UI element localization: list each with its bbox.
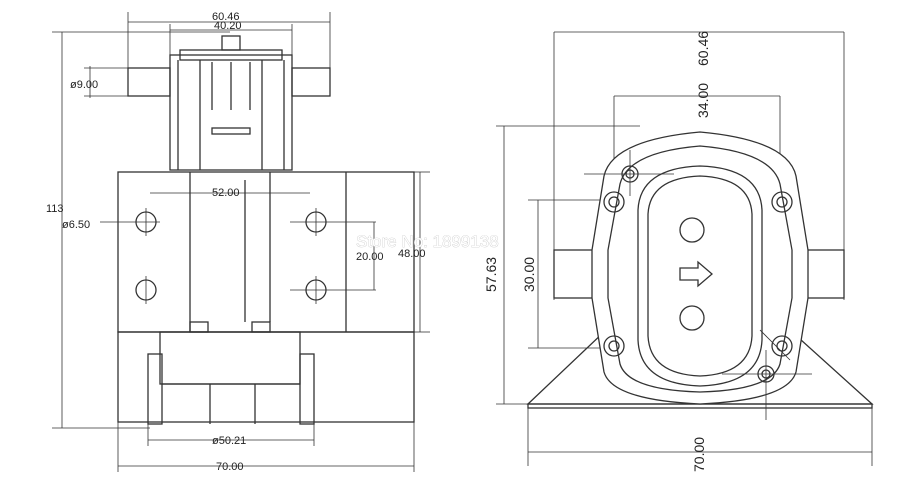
left-dim-motor-dia: ø50.21 xyxy=(212,435,246,447)
left-dim-width-top: 60.46 xyxy=(212,11,240,23)
right-dim-inner-top: 34.00 xyxy=(695,83,711,118)
left-dim-port-dia: ø9.00 xyxy=(70,79,98,91)
left-dim-hole-dia: ø6.50 xyxy=(62,219,90,231)
left-view: 60.46 40.20 ø9.00 113 52.00 ø6.50 20.00 … xyxy=(46,11,430,473)
left-dim-hole-vertical: 20.00 xyxy=(356,251,384,263)
left-dim-height: 113 xyxy=(46,203,64,215)
right-dim-base-width: 70.00 xyxy=(691,437,707,472)
left-dim-plate-height: 48.00 xyxy=(398,248,426,260)
watermark-text: Store No: 1899138 xyxy=(356,232,499,251)
right-dim-width-top: 60.46 xyxy=(695,31,711,66)
right-view: 60.46 34.00 57.63 30.00 70.00 xyxy=(483,31,874,472)
left-dim-inner-top: 40.20 xyxy=(214,20,242,32)
left-dim-hole-spacing: 52.00 xyxy=(212,187,240,199)
left-dim-base-width: 70.00 xyxy=(216,461,244,473)
right-dim-port-spacing: 30.00 xyxy=(521,257,537,292)
right-dim-height: 57.63 xyxy=(483,257,499,292)
